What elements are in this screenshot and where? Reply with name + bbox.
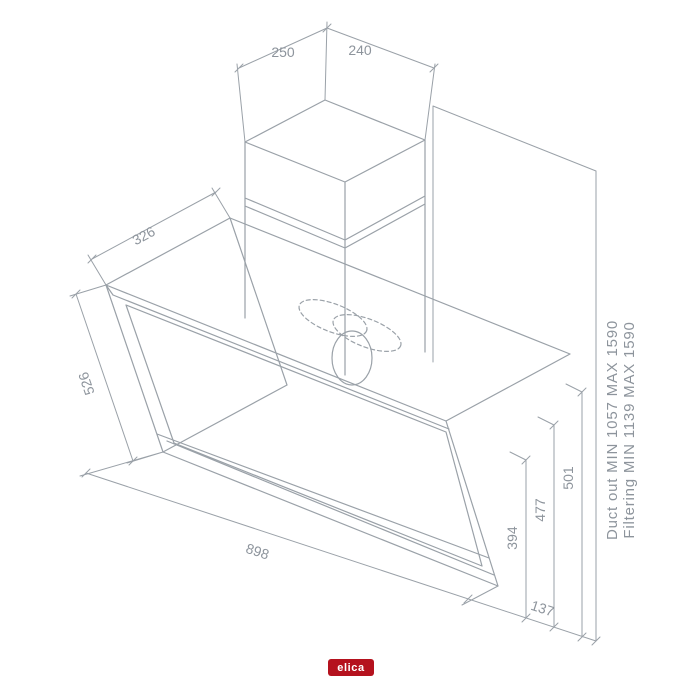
dim-526-label: 526 bbox=[75, 370, 98, 397]
canopy-top-outline bbox=[105, 217, 571, 430]
elica-logo-background bbox=[328, 659, 374, 676]
dim-326-label: 326 bbox=[130, 223, 158, 248]
chimney-outline bbox=[244, 99, 426, 376]
duct-out-note: Duct out MIN 1057 MAX 1590 bbox=[604, 320, 621, 540]
filtering-note: Filtering MIN 1139 MAX 1590 bbox=[621, 321, 638, 538]
glass-panel-outline bbox=[105, 284, 499, 587]
dim-394-label: 394 bbox=[504, 526, 520, 550]
dimension-extension-lines bbox=[69, 21, 499, 606]
dim-250-label: 250 bbox=[271, 44, 295, 60]
dim-477-label: 477 bbox=[532, 498, 548, 522]
duct-pipe-outline bbox=[331, 330, 373, 386]
elica-logo-text: elica bbox=[337, 662, 365, 674]
duct-outlet-option-1 bbox=[298, 299, 368, 337]
side-face-outline bbox=[162, 217, 288, 453]
dimension-ticks bbox=[71, 23, 601, 646]
elica-logo: elica bbox=[328, 659, 374, 676]
dim-137-label: 137 bbox=[529, 597, 556, 620]
dim-501-label: 501 bbox=[560, 466, 576, 490]
dim-898-label: 898 bbox=[244, 540, 271, 563]
duct-outlet-option-2 bbox=[332, 314, 402, 352]
dim-240-label: 240 bbox=[348, 42, 372, 58]
wall-plane-outline bbox=[432, 105, 597, 642]
dimension-lines bbox=[75, 27, 597, 642]
